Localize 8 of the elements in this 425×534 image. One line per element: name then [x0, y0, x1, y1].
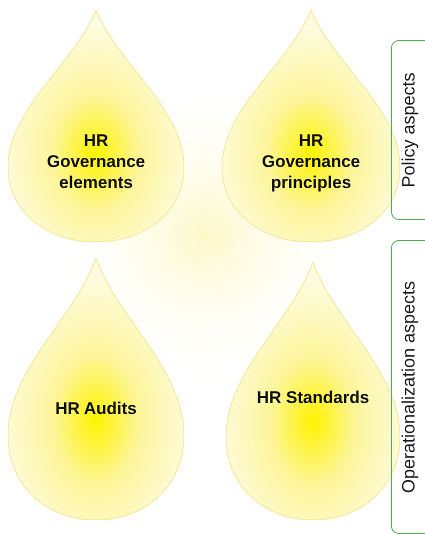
bracket-band	[391, 40, 425, 220]
drop-label: HR Governance elements	[46, 130, 146, 193]
drop-label: HR Audits	[54, 398, 138, 419]
drop-label: HR Standards	[256, 387, 370, 408]
band-label: Operationalization aspects	[398, 280, 419, 494]
band-label: Policy aspects	[398, 72, 419, 188]
bracket-band	[391, 240, 425, 534]
drop-label: HR Governance principles	[260, 130, 362, 193]
